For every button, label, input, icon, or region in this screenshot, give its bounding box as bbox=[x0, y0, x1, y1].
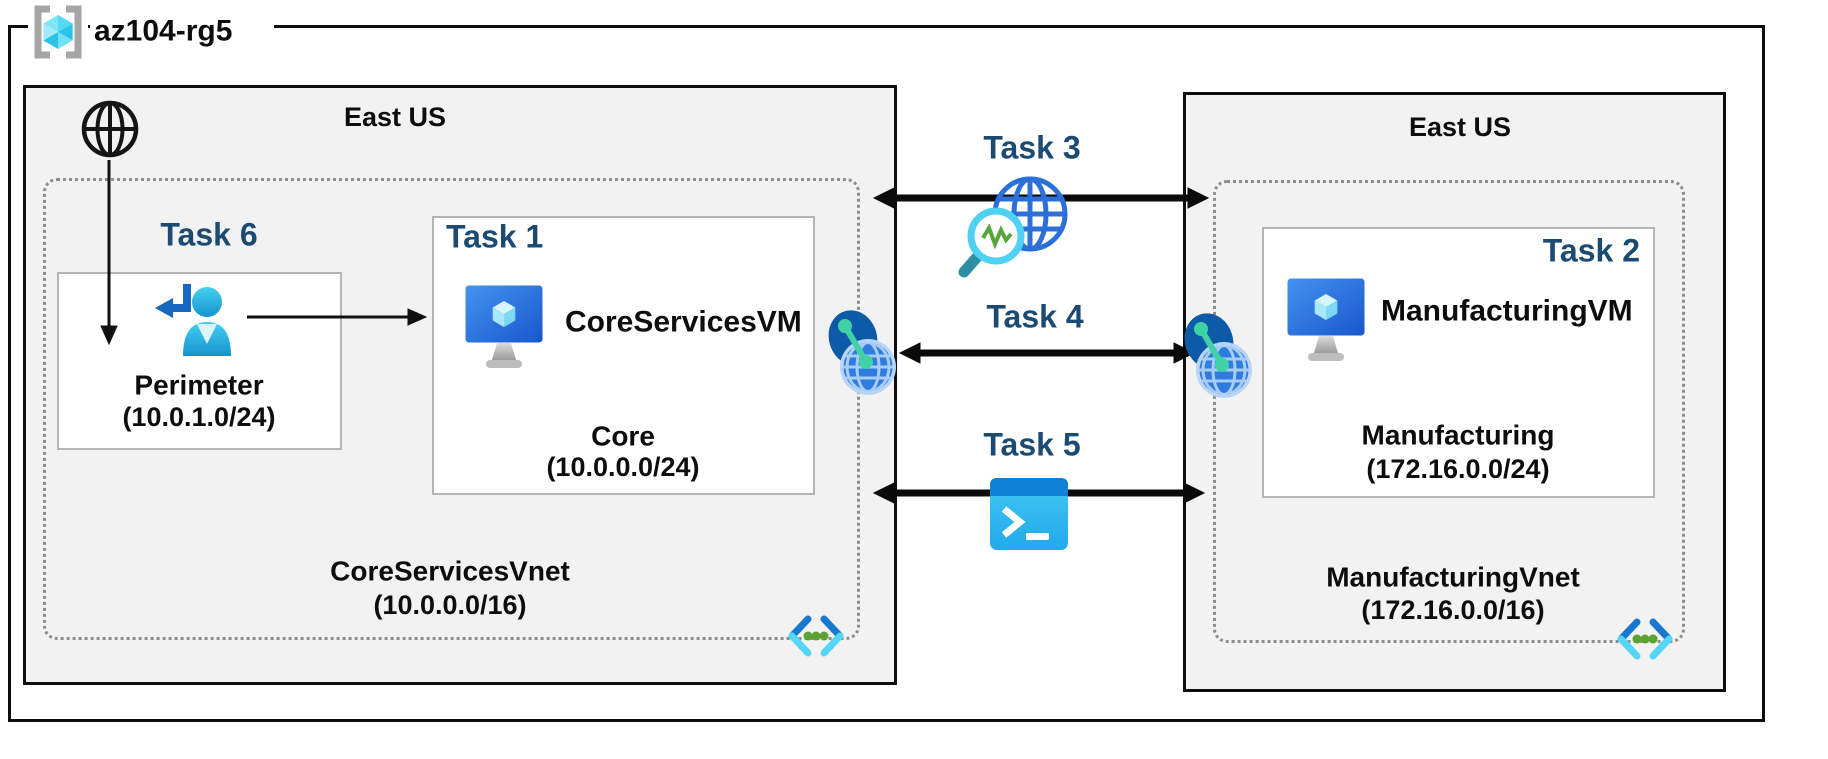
core-subnet-cidr: (10.0.0.0/24) bbox=[546, 452, 700, 483]
task4-arrow bbox=[898, 342, 1196, 364]
core-services-vnet-cidr: (10.0.0.0/16) bbox=[373, 590, 527, 621]
network-watcher-icon bbox=[956, 172, 1072, 280]
core-subnet-name: Core bbox=[591, 420, 655, 452]
user-entry-icon bbox=[147, 274, 237, 364]
cloud-shell-icon bbox=[989, 477, 1069, 551]
task4-label: Task 4 bbox=[986, 298, 1084, 335]
manufacturing-subnet-name: Manufacturing bbox=[1361, 419, 1555, 451]
subnet-icon bbox=[787, 614, 845, 660]
perimeter-subnet-cidr: (10.0.1.0/24) bbox=[122, 402, 276, 433]
vm-icon bbox=[464, 284, 544, 380]
perimeter-subnet-name: Perimeter bbox=[134, 369, 264, 401]
right-region-label: East US bbox=[1408, 112, 1512, 143]
subnet-icon bbox=[1616, 617, 1674, 663]
task6-label: Task 6 bbox=[160, 216, 258, 253]
manufacturing-vnet-box bbox=[1213, 180, 1685, 643]
vnet-peering-icon bbox=[826, 306, 896, 398]
core-services-vnet-box bbox=[43, 178, 860, 640]
core-services-vm-name: CoreServicesVM bbox=[565, 305, 802, 339]
internet-globe-icon bbox=[80, 99, 140, 159]
vnet-peering-icon bbox=[1182, 309, 1252, 401]
left-region-label: East US bbox=[343, 102, 447, 133]
manufacturing-vnet-name: ManufacturingVnet bbox=[1326, 561, 1580, 593]
manufacturing-subnet-box bbox=[1262, 227, 1655, 498]
perimeter-to-core-arrow bbox=[247, 308, 428, 326]
vm-icon bbox=[1286, 277, 1366, 373]
task2-label: Task 2 bbox=[1542, 232, 1640, 269]
resource-group-name: az104-rg5 bbox=[90, 12, 275, 50]
manufacturing-subnet-cidr: (172.16.0.0/24) bbox=[1366, 454, 1550, 485]
core-services-vnet-name: CoreServicesVnet bbox=[330, 555, 570, 587]
manufacturing-vnet-cidr: (172.16.0.0/16) bbox=[1361, 595, 1545, 626]
internet-to-perimeter-arrow bbox=[100, 160, 118, 346]
manufacturing-vm-name: ManufacturingVM bbox=[1381, 294, 1633, 328]
task3-label: Task 3 bbox=[983, 129, 1081, 166]
task5-label: Task 5 bbox=[983, 426, 1081, 463]
resource-group-icon bbox=[28, 2, 88, 62]
task1-label: Task 1 bbox=[446, 218, 544, 255]
